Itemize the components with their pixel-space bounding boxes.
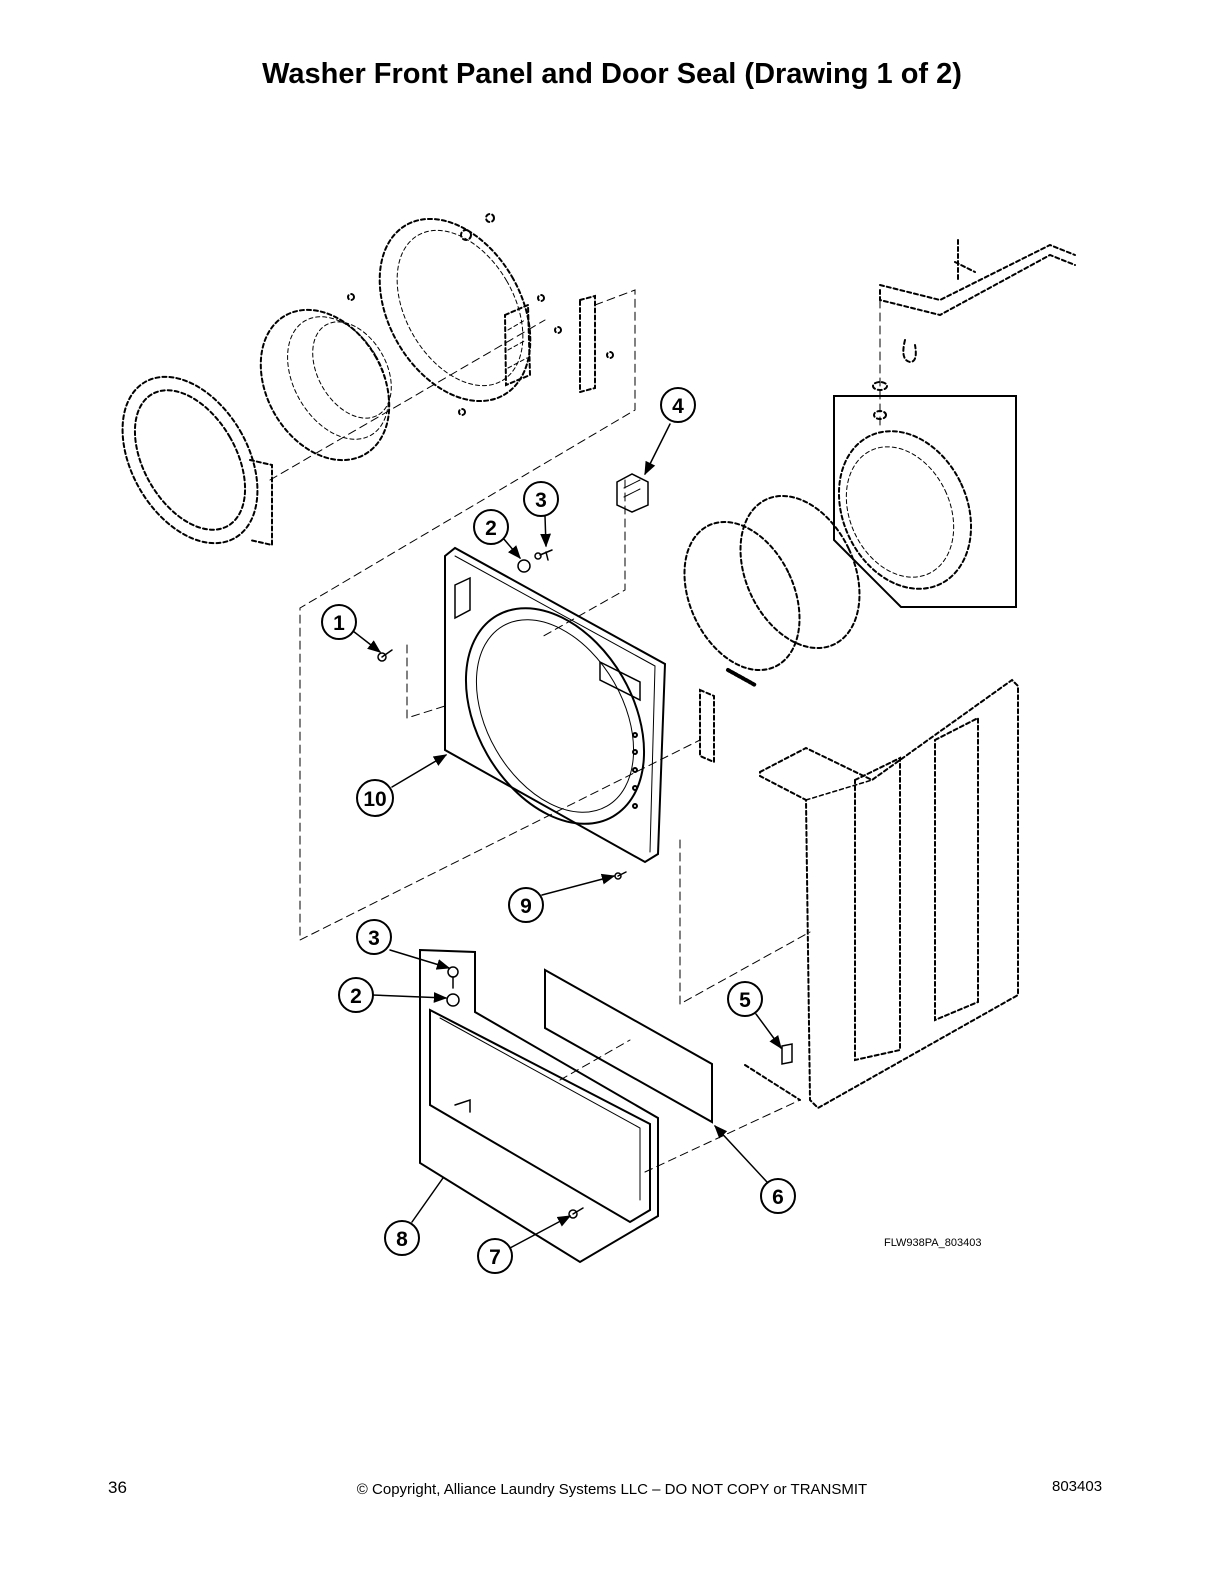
svg-text:1: 1 (333, 612, 345, 635)
svg-text:6: 6 (772, 1186, 784, 1209)
callout-8: 8 (384, 1220, 420, 1256)
page-number: 36 (108, 1478, 127, 1497)
svg-text:9: 9 (520, 895, 532, 918)
callout-2-lower: 2 (338, 977, 374, 1013)
copyright-notice: © Copyright, Alliance Laundry Systems LL… (356, 1481, 868, 1498)
callout-3-top: 3 (523, 481, 559, 517)
callout-5: 5 (727, 981, 763, 1017)
screw-part-3-top (534, 549, 553, 561)
projection-lines-lower (559, 839, 811, 1173)
callout-2-top: 2 (473, 509, 509, 545)
hose-assembly-part (872, 239, 1076, 431)
svg-text:7: 7 (489, 1246, 501, 1269)
document-number: 803403 (1052, 1478, 1103, 1495)
screw-part-9 (614, 871, 627, 880)
plug-part-2-lower (446, 993, 460, 1007)
callout-3-lower: 3 (356, 919, 392, 955)
svg-text:2: 2 (350, 985, 362, 1008)
lower-panel-part-8 (419, 948, 659, 1264)
svg-text:2: 2 (485, 517, 497, 540)
screw-part-1 (377, 649, 393, 662)
svg-text:8: 8 (396, 1228, 408, 1251)
cabinet-part (744, 678, 1019, 1110)
plug-part-2-top (517, 559, 531, 573)
door-frame-part (347, 213, 545, 416)
clip-part-5 (781, 1043, 793, 1065)
door-ring-part (121, 375, 273, 547)
seal-rings-part (683, 494, 861, 687)
drawing-code: FLW938PA_803403 (884, 1237, 981, 1249)
tub-inset-box (833, 395, 1017, 608)
screw-part-7 (568, 1207, 584, 1219)
callout-4: 4 (660, 387, 696, 423)
callout-1: 1 (321, 604, 357, 640)
insulation-pad-part-6 (544, 968, 713, 1124)
svg-text:3: 3 (368, 927, 380, 950)
callout-leaders (352, 423, 782, 1249)
screw-part-3-lower (447, 966, 459, 989)
callout-7: 7 (477, 1238, 513, 1274)
svg-text:5: 5 (739, 989, 751, 1012)
bracket-part-4 (616, 473, 649, 513)
svg-text:3: 3 (535, 489, 547, 512)
front-panel-part-10 (444, 546, 667, 864)
callout-markers: 1 2 3 4 5 6 7 8 (321, 387, 796, 1274)
door-boot-part (259, 308, 392, 462)
callout-10: 10 (356, 779, 394, 817)
hinge-strip-part (699, 688, 715, 764)
svg-text:10: 10 (363, 788, 386, 811)
callout-9: 9 (508, 887, 544, 923)
callout-6: 6 (760, 1178, 796, 1214)
page-title: Washer Front Panel and Door Seal (Drawin… (262, 58, 962, 90)
hinge-plate-part (554, 294, 614, 394)
svg-text:4: 4 (672, 395, 684, 418)
